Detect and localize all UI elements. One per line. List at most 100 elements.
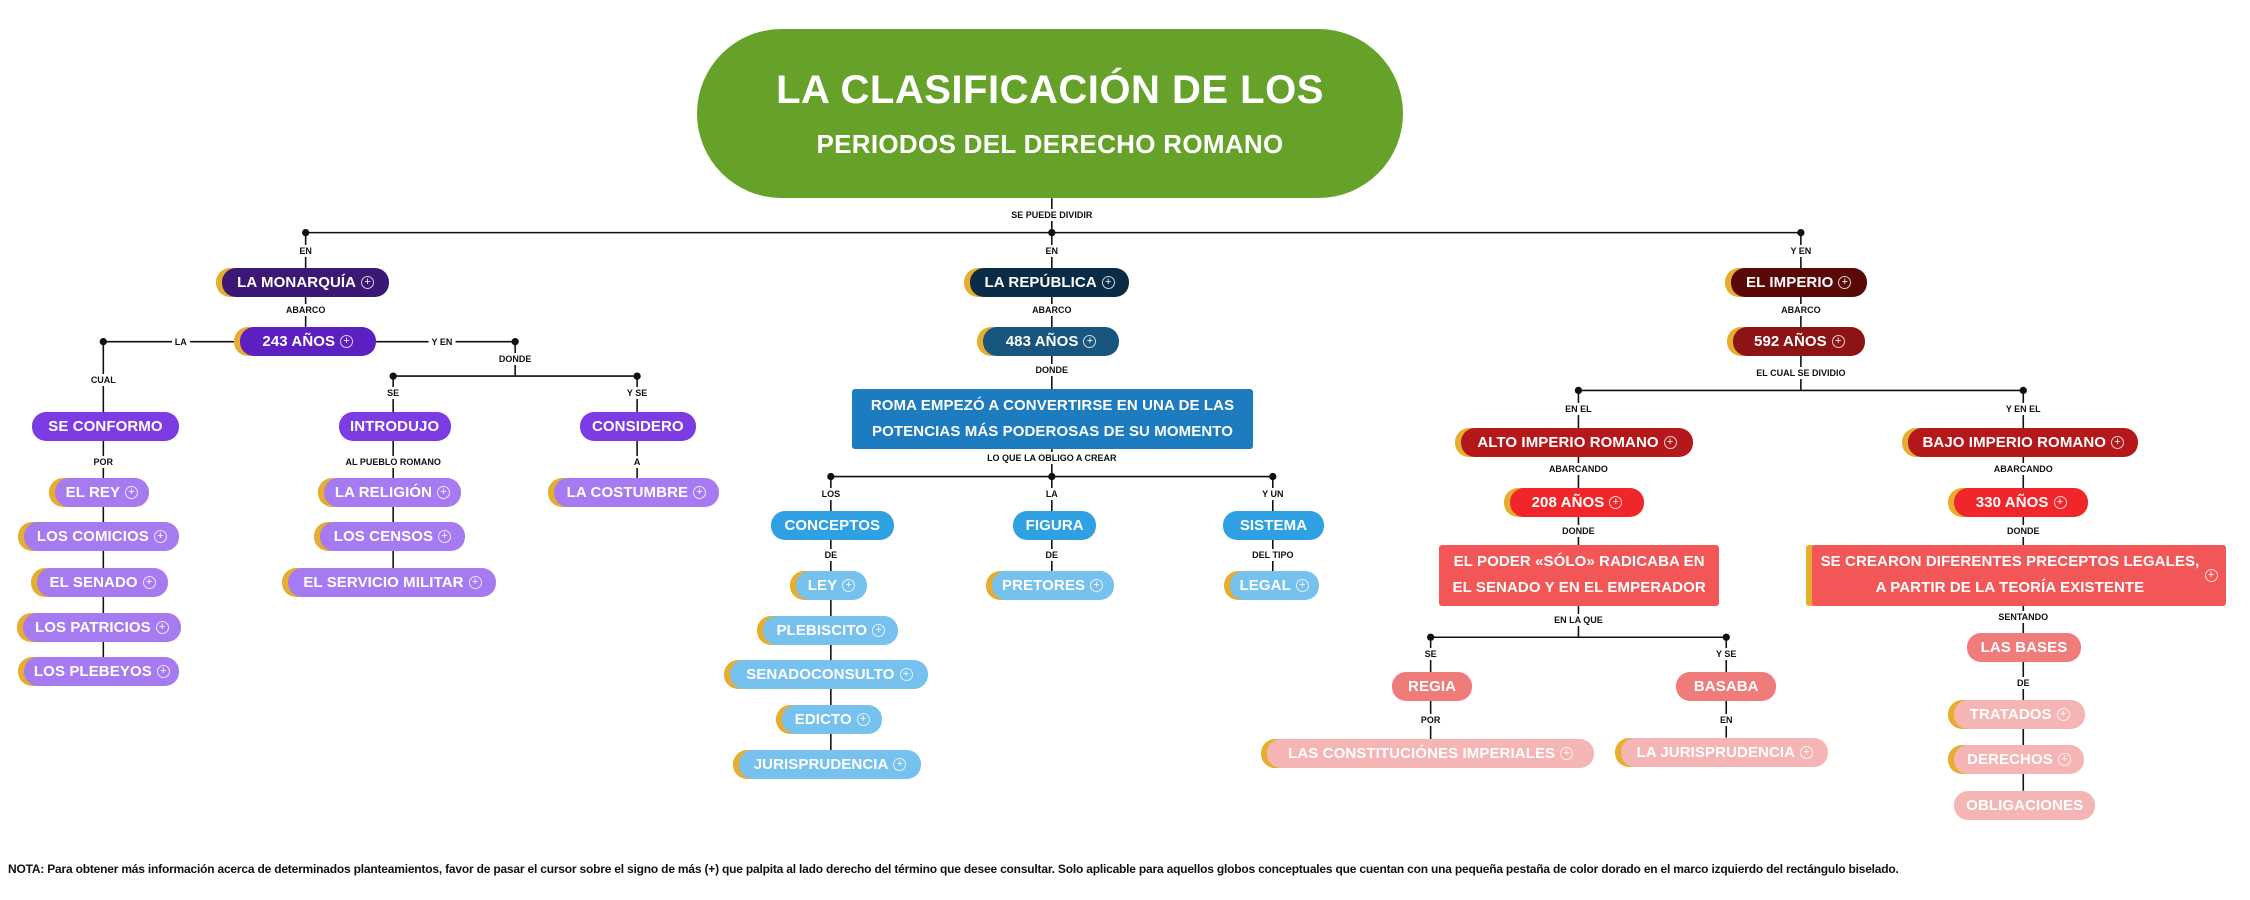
node-servicio-militar[interactable]: EL SERVICIO MILITAR + xyxy=(288,568,497,598)
connector-label: ABARCANDO xyxy=(1545,463,1611,476)
node-alto[interactable]: ALTO IMPERIO ROMANO+ xyxy=(1460,427,1694,457)
node-label: LOS PLEBEYOS xyxy=(33,663,152,681)
plus-circle-icon[interactable]: + xyxy=(1101,276,1115,290)
node-r-anos[interactable]: 483 AÑOS+ xyxy=(982,327,1120,357)
plus-circle-icon[interactable]: + xyxy=(1831,335,1845,349)
plus-circle-icon[interactable]: + xyxy=(468,576,482,590)
node-legal[interactable]: LEGAL+ xyxy=(1229,571,1319,601)
plus-circle-icon[interactable]: + xyxy=(156,665,170,679)
connector-label: SE PUEDE DIVIDIR xyxy=(1008,209,1096,222)
connector-label: ABARCO xyxy=(282,303,329,316)
node-el-rey[interactable]: EL REY + xyxy=(54,477,150,507)
plus-circle-icon[interactable]: + xyxy=(899,668,913,682)
plus-circle-icon[interactable]: + xyxy=(340,335,354,349)
node-label: EL REY xyxy=(65,483,121,501)
map-title: LA CLASIFICACIÓN DE LOS PERIODOS DEL DER… xyxy=(697,29,1403,198)
connector-label: DONDE xyxy=(1032,364,1072,377)
connector-label: POR xyxy=(90,456,117,469)
node-jurisprudencia[interactable]: JURISPRUDENCIA + xyxy=(738,750,922,780)
node-los-patricios[interactable]: LOS PATRICIOS+ xyxy=(22,612,181,642)
node-label: REGIA xyxy=(1408,677,1457,695)
connector-label: Y SE xyxy=(623,387,651,400)
plus-circle-icon[interactable]: + xyxy=(2053,495,2067,509)
plus-circle-icon[interactable]: + xyxy=(361,276,375,290)
node-los-comicios[interactable]: LOS COMICIOS+ xyxy=(24,522,180,552)
node-la-religion[interactable]: LA RELIGIÓN + xyxy=(324,477,461,507)
connector-label: DE xyxy=(1042,549,1062,562)
node-monarquia[interactable]: LA MONARQUÍA+ xyxy=(222,268,389,298)
node-r-box: ROMA EMPEZÓ A CONVERTIRSE EN UNA DE LAS … xyxy=(852,388,1253,450)
node-bajo-anos[interactable]: 330 AÑOS+ xyxy=(1954,487,2088,517)
node-label: SENADOCONSULTO xyxy=(746,666,895,684)
plus-circle-icon[interactable]: + xyxy=(693,485,707,499)
node-label: BASABA xyxy=(1693,677,1759,695)
node-label: EL IMPERIO xyxy=(1746,274,1834,292)
node-label: LAS BASES xyxy=(1980,638,2068,656)
node-label: LA JURISPRUDENCIA xyxy=(1636,743,1796,761)
node-el-senado[interactable]: EL SENADO+ xyxy=(37,568,168,598)
node-derechos[interactable]: DERECHOS+ xyxy=(1954,744,2084,774)
node-label: SISTEMA xyxy=(1239,516,1308,534)
node-obligaciones: OBLIGACIONES xyxy=(1954,790,2096,820)
plus-circle-icon[interactable]: + xyxy=(856,712,870,726)
plus-circle-icon[interactable]: + xyxy=(1090,579,1104,593)
plus-circle-icon[interactable]: + xyxy=(153,530,167,544)
plus-circle-icon[interactable]: + xyxy=(438,530,452,544)
node-tratados[interactable]: TRATADOS+ xyxy=(1954,700,2085,730)
plus-circle-icon[interactable]: + xyxy=(1663,435,1677,449)
connector-label: Y EN xyxy=(1787,245,1815,258)
node-label: SE CREARON DIFERENTES PRECEPTOS LEGALES,… xyxy=(1820,553,2200,597)
connector-label: CUAL xyxy=(87,374,119,387)
node-label: EL PODER «SÓLO» RADICABA EN EL SENADO Y … xyxy=(1452,553,1706,597)
node-senadoconsulto[interactable]: SENADOCONSULTO + xyxy=(730,660,929,690)
connector-label: DEL TIPO xyxy=(1249,549,1297,562)
plus-circle-icon[interactable]: + xyxy=(437,485,451,499)
plus-circle-icon[interactable]: + xyxy=(1609,495,1623,509)
node-label: INTRODUJO xyxy=(349,417,440,435)
node-edicto[interactable]: EDICTO+ xyxy=(782,704,883,734)
node-plebiscito[interactable]: PLEBISCITO + xyxy=(763,615,899,645)
plus-circle-icon[interactable]: + xyxy=(142,576,156,590)
plus-circle-icon[interactable]: + xyxy=(125,485,139,499)
plus-circle-icon[interactable]: + xyxy=(893,758,907,772)
node-label: EL SERVICIO MILITAR xyxy=(303,574,464,592)
connector-label: EN xyxy=(296,245,315,258)
node-label: LA REPÚBLICA xyxy=(984,274,1097,292)
plus-circle-icon[interactable]: + xyxy=(1295,579,1309,593)
node-republica[interactable]: LA REPÚBLICA + xyxy=(970,268,1130,298)
node-label: FIGURA xyxy=(1025,516,1084,534)
connector-label: EL CUAL SE DIVIDIO xyxy=(1753,367,1849,380)
plus-circle-icon[interactable]: + xyxy=(842,579,856,593)
plus-circle-icon[interactable]: + xyxy=(1838,276,1852,290)
node-preceptos-box[interactable]: SE CREARON DIFERENTES PRECEPTOS LEGALES,… xyxy=(1812,545,2226,606)
node-label: LA RELIGIÓN xyxy=(334,483,433,501)
plus-circle-icon[interactable]: + xyxy=(155,620,169,634)
connector-label: Y EN xyxy=(428,335,456,348)
node-los-censos[interactable]: LOS CENSOS+ xyxy=(319,522,465,552)
node-bajo[interactable]: BAJO IMPERIO ROMANO+ xyxy=(1908,427,2139,457)
node-los-plebeyos[interactable]: LOS PLEBEYOS + xyxy=(24,657,180,687)
plus-circle-icon[interactable]: + xyxy=(2111,435,2125,449)
node-introdujo: INTRODUJO xyxy=(338,411,451,441)
plus-circle-icon[interactable]: + xyxy=(2057,752,2071,766)
node-pretores[interactable]: PRETORES+ xyxy=(991,571,1114,601)
node-m-anos[interactable]: 243 AÑOS+ xyxy=(239,327,376,357)
node-la-costumbre[interactable]: LA COSTUMBRE+ xyxy=(553,477,719,507)
plus-circle-icon[interactable]: + xyxy=(2056,708,2070,722)
plus-circle-icon[interactable]: + xyxy=(1800,745,1814,759)
node-alto-anos[interactable]: 208 AÑOS+ xyxy=(1509,487,1645,517)
node-constituciones[interactable]: LAS CONSTITUCIÓNES IMPERIALES+ xyxy=(1267,738,1595,768)
plus-circle-icon[interactable]: + xyxy=(872,623,886,637)
node-imperio[interactable]: EL IMPERIO + xyxy=(1730,268,1867,298)
plus-circle-icon[interactable]: + xyxy=(1560,746,1574,760)
node-ley[interactable]: LEY+ xyxy=(796,571,867,601)
plus-circle-icon[interactable]: + xyxy=(2204,568,2218,582)
plus-circle-icon[interactable]: + xyxy=(1083,335,1097,349)
node-label: JURISPRUDENCIA xyxy=(753,756,889,774)
node-la-jurisprudencia[interactable]: LA JURISPRUDENCIA + xyxy=(1621,737,1829,767)
node-i-anos[interactable]: 592 AÑOS+ xyxy=(1733,327,1866,357)
node-las-bases: LAS BASES xyxy=(1967,632,2081,662)
node-figura: FIGURA xyxy=(1013,510,1097,540)
node-label: PLEBISCITO xyxy=(776,621,868,639)
